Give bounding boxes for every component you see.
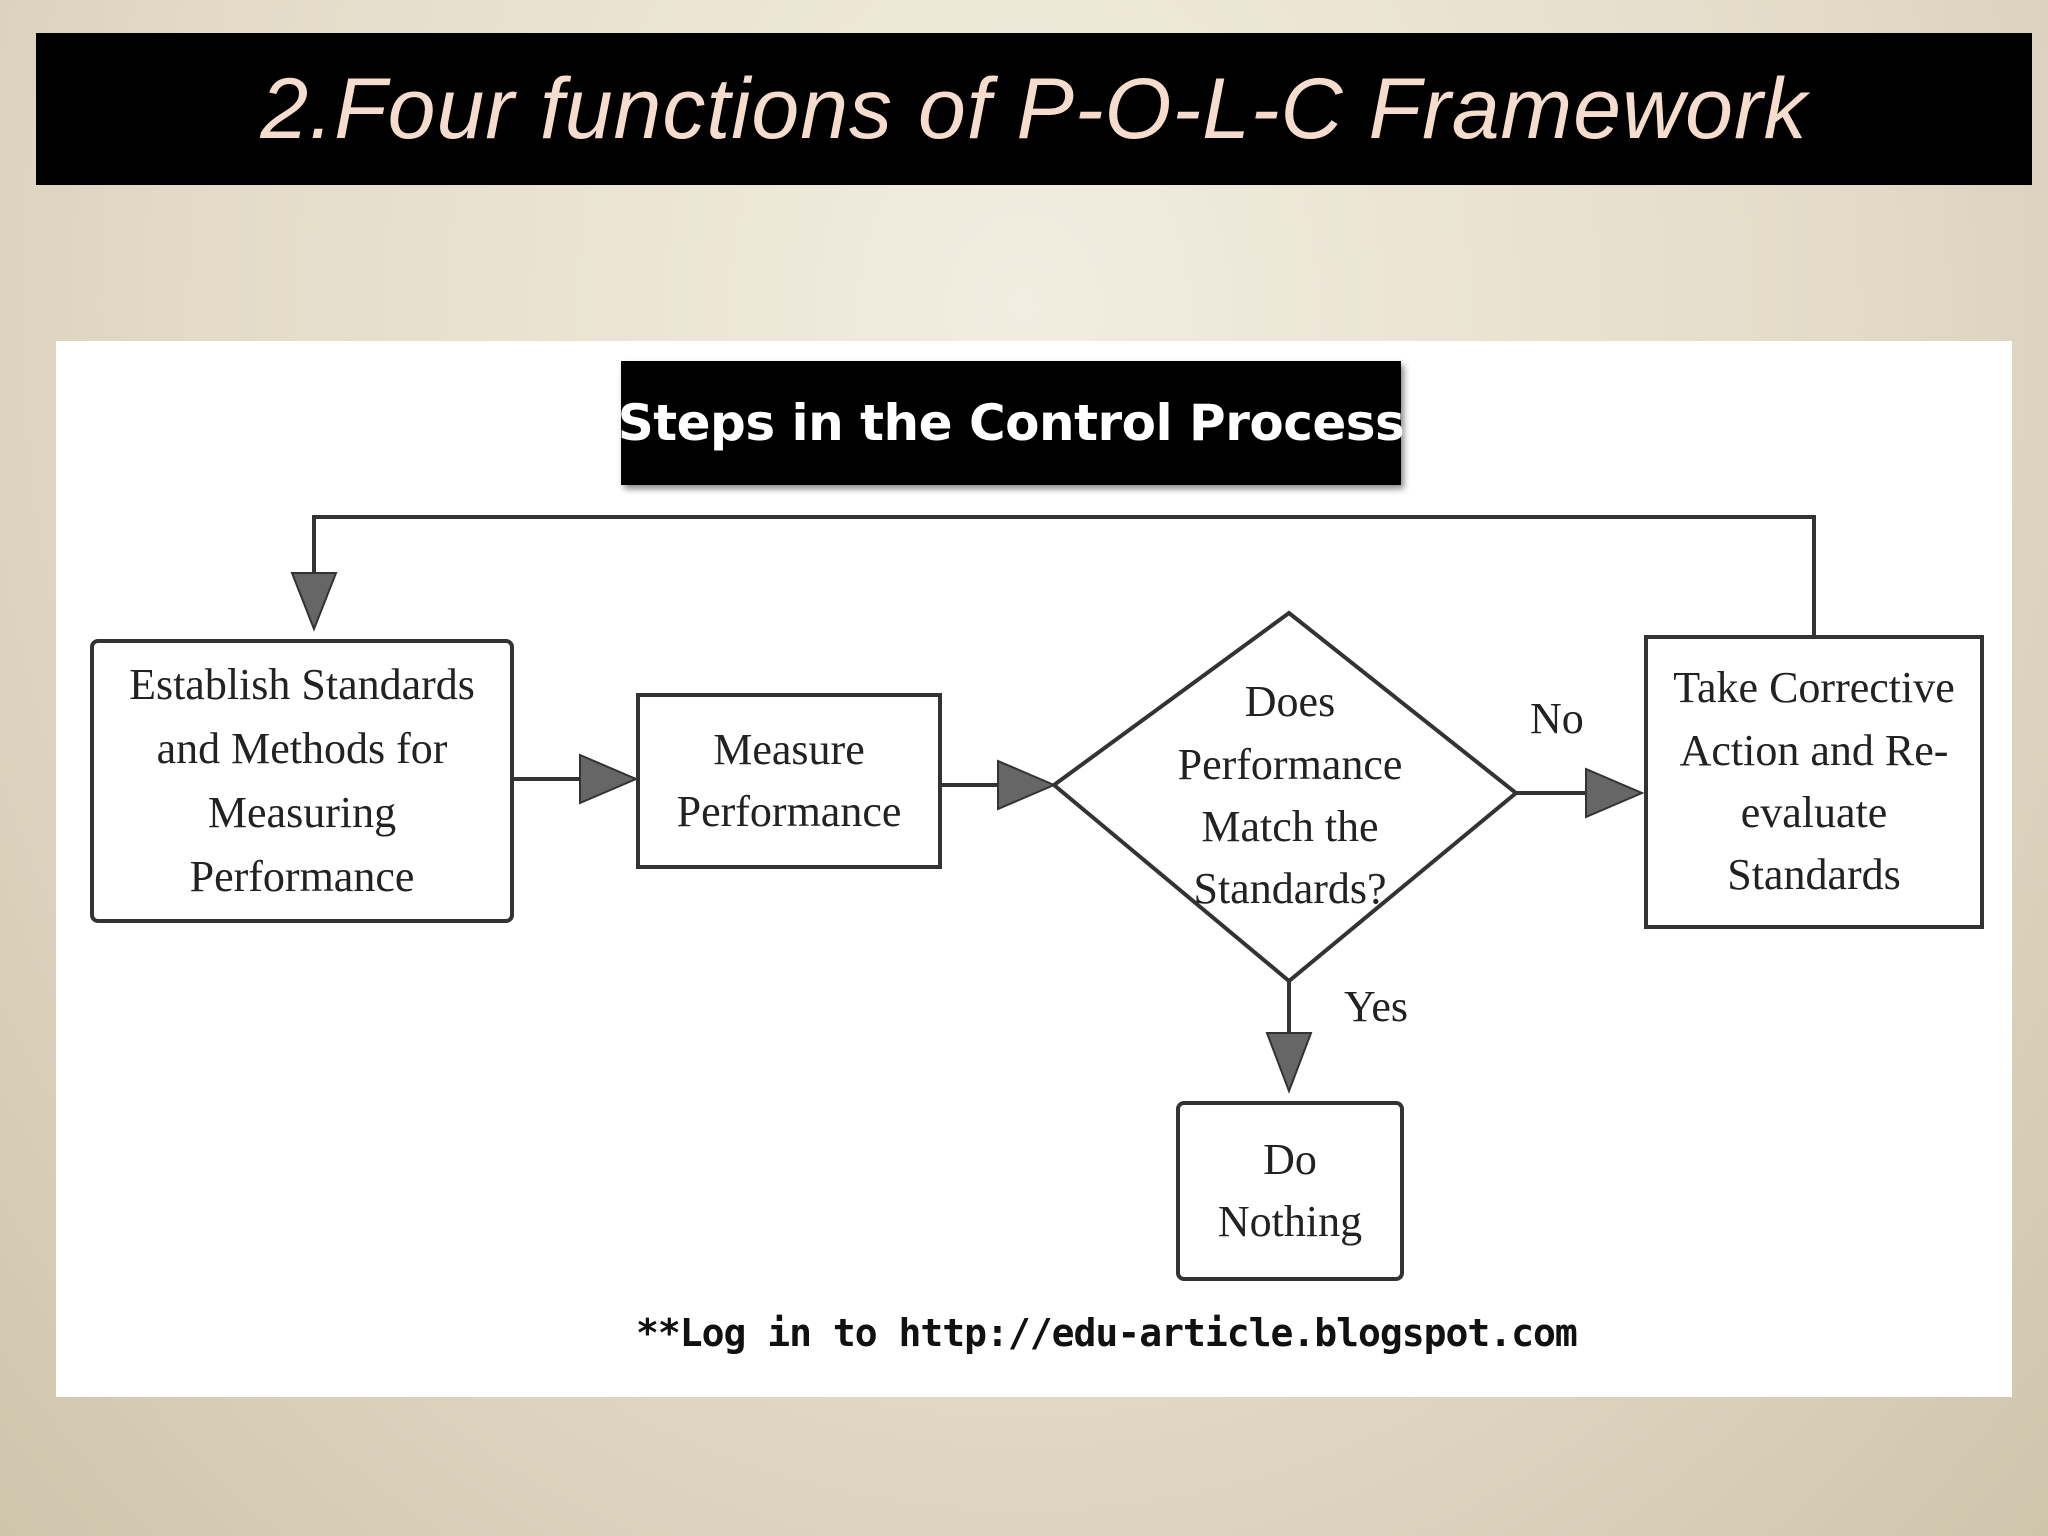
decision-label: Does Performance Match the Standards?	[1177, 677, 1403, 914]
yes-edge-label: Yes	[1344, 982, 1409, 1031]
do-nothing-box	[1176, 1101, 1404, 1281]
footer-note: **Log in to http://edu-article.blogspot.…	[636, 1311, 1578, 1355]
diagram-heading-box: Steps in the Control Process	[618, 361, 1405, 485]
feedback-arrowhead	[290, 572, 338, 632]
measure-label: Measure Performance	[676, 725, 902, 836]
diagram-panel: Steps in the Control Process Establish S…	[56, 341, 2012, 1397]
slide-title-bar: 2.Four functions of P-O-L-C Framework	[36, 33, 2032, 185]
establish-label: Establish Standards and Methods for Meas…	[129, 660, 475, 901]
corrective-box	[1644, 635, 1984, 929]
no-edge-label: No	[1530, 694, 1584, 743]
corrective-label: Take Corrective Action and Re-evaluate S…	[1673, 663, 1955, 900]
arrowhead-measure-to-decision	[997, 759, 1057, 811]
slide-title: 2.Four functions of P-O-L-C Framework	[260, 60, 1808, 157]
feedback-loop-line	[312, 515, 1816, 637]
measure-box	[636, 693, 942, 869]
flowchart-canvas	[90, 515, 1984, 1281]
arrowhead-establish-to-measure	[579, 753, 639, 805]
arrowhead-decision-to-corrective	[1585, 767, 1645, 819]
do-nothing-label: Do Nothing	[1217, 1135, 1363, 1246]
arrowhead-decision-to-nothing	[1265, 1032, 1313, 1094]
diagram-heading: Steps in the Control Process	[617, 394, 1405, 452]
